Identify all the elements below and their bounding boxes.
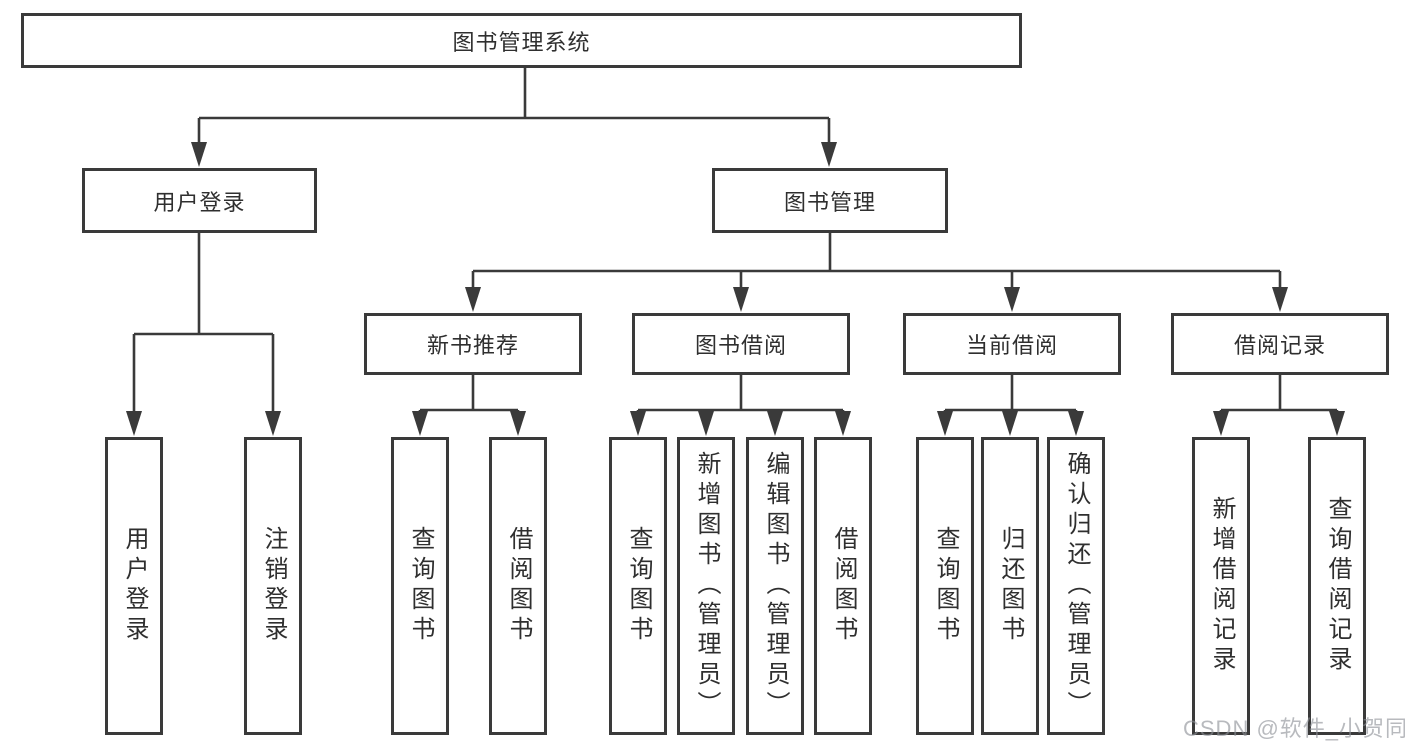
leaf-label: 新增借阅记录: [1208, 496, 1235, 676]
arrow-icon: [698, 411, 714, 436]
node-current-borrowing: 当前借阅: [903, 313, 1121, 375]
leaf-label: 查询借阅记录: [1324, 496, 1351, 676]
leaf-confirm-return-admin: 确认归还（管理员）: [1047, 437, 1105, 735]
node-new-book-recommendation: 新书推荐: [364, 313, 582, 375]
arrow-icon: [1213, 411, 1229, 436]
arrow-icon: [510, 411, 526, 436]
leaf-add-borrow-record: 新增借阅记录: [1192, 437, 1250, 735]
arrow-icon: [733, 287, 749, 312]
arrow-icon: [191, 142, 207, 167]
arrow-icon: [412, 411, 428, 436]
leaf-edit-books-admin: 编辑图书（管理员）: [746, 437, 804, 735]
arrow-icon: [1272, 287, 1288, 312]
leaf-label: 确认归还（管理员）: [1063, 451, 1090, 721]
leaf-label: 归还图书: [997, 526, 1024, 646]
leaf-search-books-borrow: 查询图书: [609, 437, 667, 735]
leaf-add-books-admin: 新增图书（管理员）: [677, 437, 735, 735]
arrowheads: [126, 142, 1345, 436]
arrow-icon: [1002, 411, 1018, 436]
leaf-borrow-books: 借阅图书: [814, 437, 872, 735]
leaf-label: 注销登录: [260, 526, 287, 646]
node-book-management: 图书管理: [712, 168, 948, 233]
csdn-watermark: CSDN @软件_小贺同学: [1183, 716, 1405, 741]
leaf-logout: 注销登录: [244, 437, 302, 735]
arrow-icon: [835, 411, 851, 436]
leaf-label: 借阅图书: [505, 526, 532, 646]
leaf-label: 查询图书: [625, 526, 652, 646]
leaf-borrow-books-rec: 借阅图书: [489, 437, 547, 735]
arrow-icon: [937, 411, 953, 436]
node-user-login: 用户登录: [82, 168, 317, 233]
arrow-icon: [265, 411, 281, 436]
leaf-label: 新增图书（管理员）: [693, 451, 720, 721]
arrow-icon: [126, 411, 142, 436]
node-borrowing-records: 借阅记录: [1171, 313, 1389, 375]
arrow-icon: [1004, 287, 1020, 312]
arrow-icon: [767, 411, 783, 436]
arrow-icon: [821, 142, 837, 167]
node-book-borrowing: 图书借阅: [632, 313, 850, 375]
leaf-search-books-current: 查询图书: [916, 437, 974, 735]
leaf-return-books: 归还图书: [981, 437, 1039, 735]
leaf-user-login: 用户登录: [105, 437, 163, 735]
leaf-label: 查询图书: [407, 526, 434, 646]
arrow-icon: [630, 411, 646, 436]
leaf-label: 查询图书: [932, 526, 959, 646]
leaf-label: 借阅图书: [830, 526, 857, 646]
arrow-icon: [1329, 411, 1345, 436]
node-library-management-system: 图书管理系统: [21, 13, 1022, 68]
leaf-label: 编辑图书（管理员）: [762, 451, 789, 721]
leaf-search-borrow-record: 查询借阅记录: [1308, 437, 1366, 735]
leaf-label: 用户登录: [121, 526, 148, 646]
leaf-search-books-rec: 查询图书: [391, 437, 449, 735]
arrow-icon: [1068, 411, 1084, 436]
arrow-icon: [465, 287, 481, 312]
